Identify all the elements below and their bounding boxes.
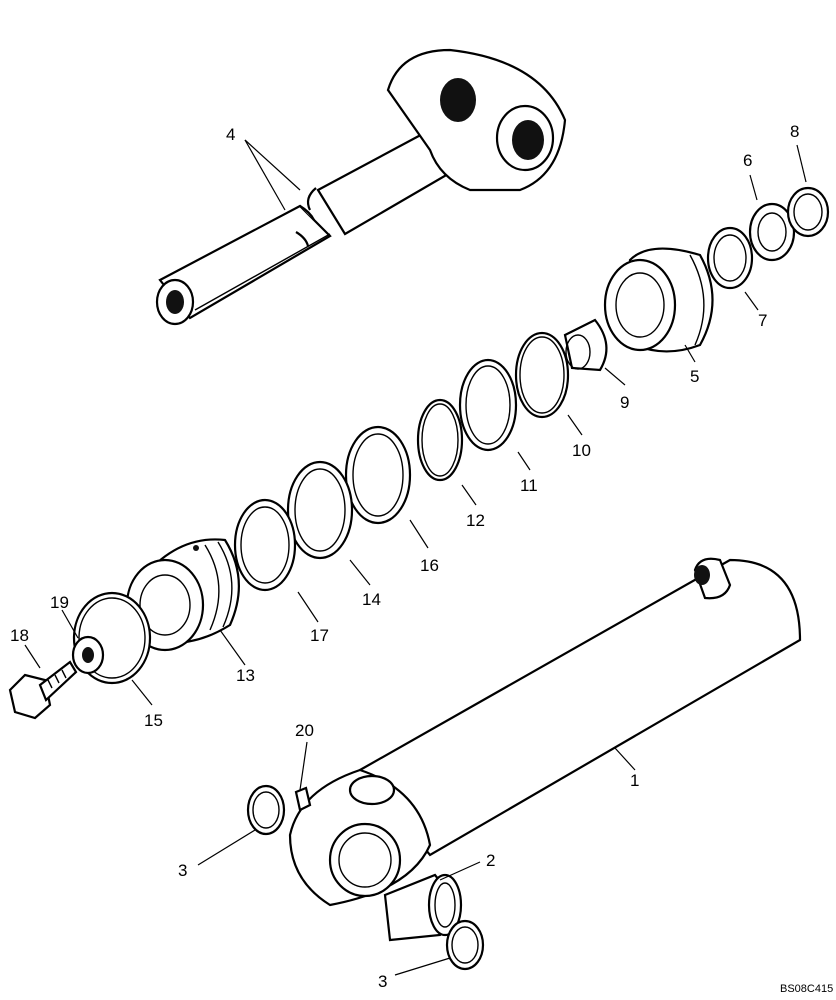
callout-12: 12 (466, 511, 485, 530)
callout-11: 11 (520, 476, 538, 495)
reference-code: BS08C415 (780, 983, 833, 995)
seal-14 (286, 460, 354, 560)
callout-1: 1 (630, 771, 639, 790)
wiper-seal (748, 202, 796, 262)
callout-3-upper: 3 (178, 861, 187, 880)
washer-19 (71, 635, 105, 675)
grease-fitting-20 (294, 786, 312, 812)
piston-rod (155, 48, 567, 326)
callout-3-lower: 3 (378, 972, 387, 991)
bolt-18 (8, 660, 78, 720)
retaining-ring-8 (786, 186, 830, 238)
callout-9: 9 (620, 393, 629, 412)
o-ring-10 (514, 331, 570, 419)
o-ring-12 (416, 398, 464, 482)
callout-6: 6 (743, 151, 752, 170)
callout-17: 17 (310, 626, 329, 645)
callout-13: 13 (236, 666, 255, 685)
callout-7: 7 (758, 311, 767, 330)
callout-10: 10 (572, 441, 591, 460)
bushing-2 (383, 873, 463, 942)
callout-16: 16 (420, 556, 439, 575)
callout-4: 4 (226, 125, 235, 144)
callout-19: 19 (50, 593, 69, 612)
leader-lines (24, 139, 807, 976)
callout-20: 20 (295, 721, 314, 740)
bushing-9 (563, 318, 608, 372)
callout-18: 18 (10, 626, 29, 645)
backup-ring-11 (458, 358, 518, 452)
callout-14: 14 (362, 590, 381, 609)
seal-7 (706, 226, 754, 290)
callout-5: 5 (690, 367, 699, 386)
gland (603, 247, 714, 353)
callout-2: 2 (486, 851, 495, 870)
wear-ring-17 (233, 498, 297, 592)
seal-16 (344, 425, 412, 525)
callout-8: 8 (790, 122, 799, 141)
callout-15: 15 (144, 711, 163, 730)
cylinder-barrel (288, 557, 802, 907)
